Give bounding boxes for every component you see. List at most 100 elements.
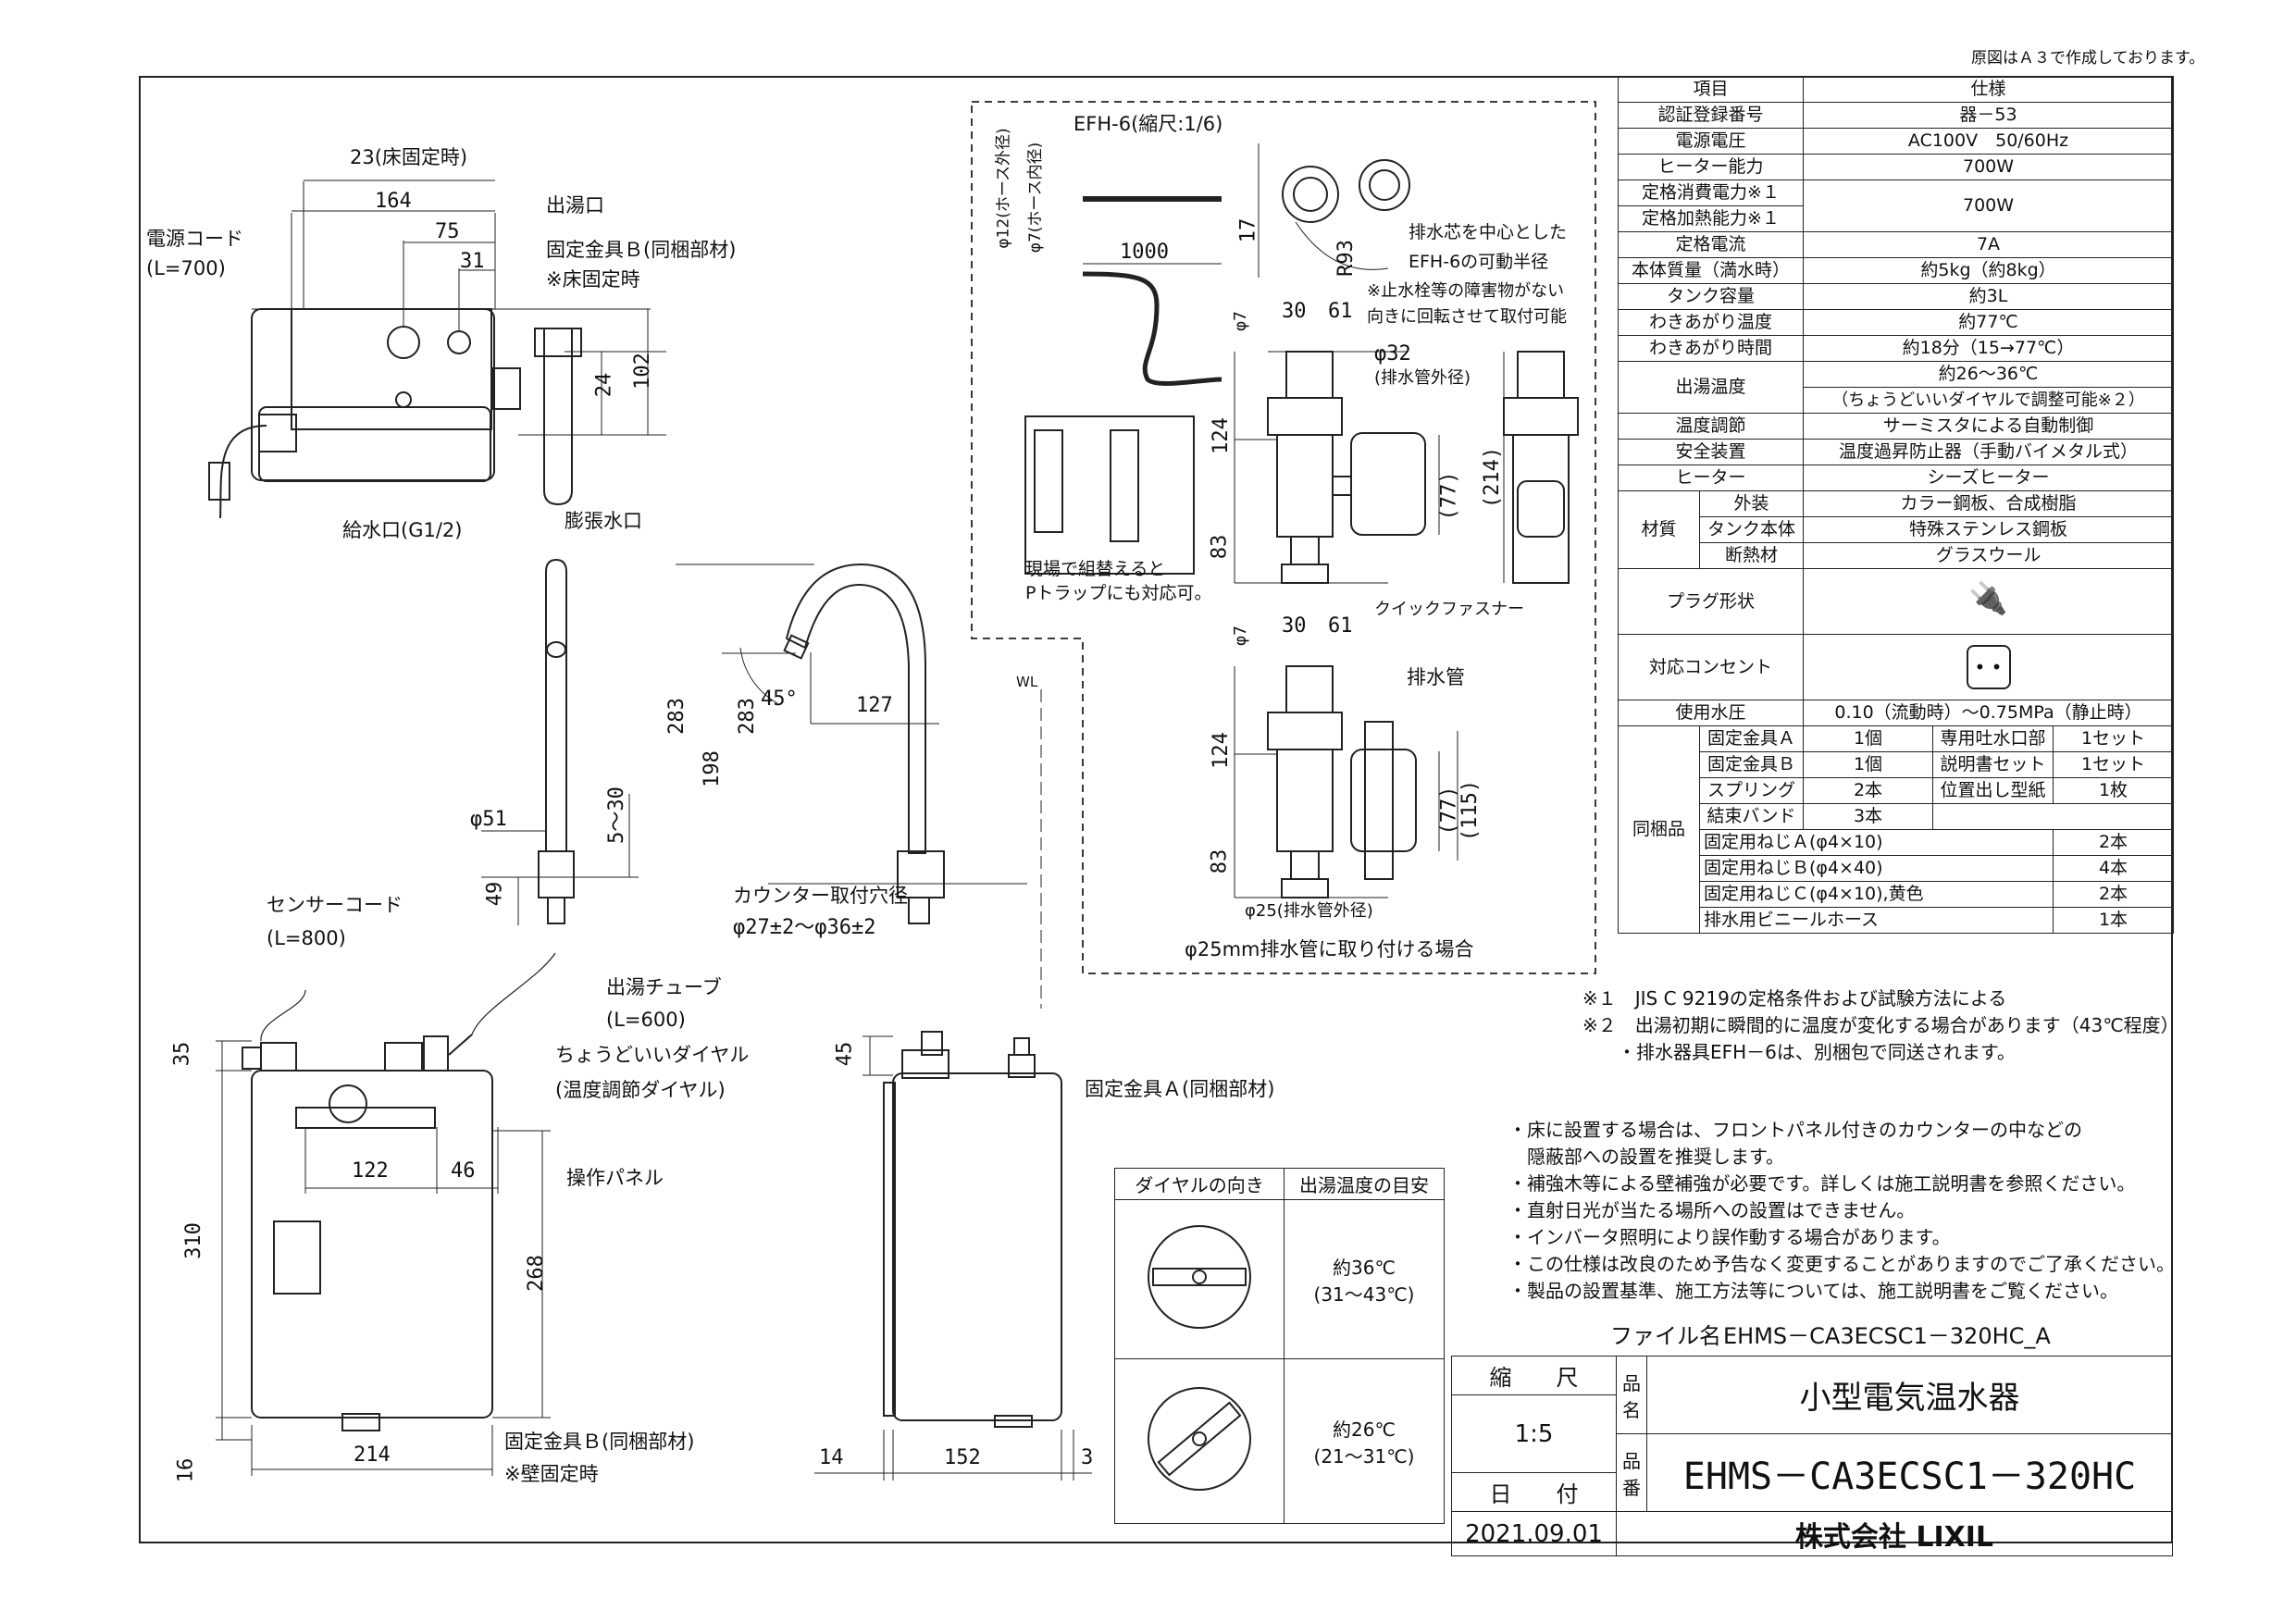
label-sensor-cord: センサーコード	[267, 894, 403, 916]
footnote-2: ※２ 出湯初期に瞬間的に温度が変化する場合があります（43℃程度）	[1582, 1014, 2179, 1036]
table-cell: 700W	[1803, 180, 2175, 232]
table-cell: 約77℃	[1803, 309, 2175, 336]
label-outlet-tube-length: (L=600)	[606, 1009, 686, 1031]
dim-46: 46	[451, 1159, 476, 1183]
label-efh-radius2: EFH-6の可動半径	[1409, 252, 1549, 272]
dim-14: 14	[819, 1446, 844, 1469]
dim-75: 75	[435, 220, 460, 243]
table-cell: 固定用ねじＣ(φ4×10),黄色	[1698, 881, 2054, 908]
label-drain25: φ25(排水管外径)	[1245, 901, 1373, 921]
table-cell: 1セット	[2053, 725, 2175, 752]
label-power-cord: 電源コード	[146, 228, 243, 250]
table-cell: 2本	[2053, 829, 2175, 856]
table-cell: 出湯温度の目安	[1284, 1168, 1445, 1200]
table-cell: 仕様	[1803, 76, 2175, 103]
table-cell	[1932, 803, 2175, 830]
table-cell: 約26～36℃	[1803, 361, 2175, 388]
dim-283a: 283	[664, 698, 689, 735]
note-3: ・補強木等による壁補強が必要です。詳しくは施工説明書を参照ください。	[1508, 1172, 2136, 1195]
table-cell: 1:5	[1451, 1394, 1617, 1473]
table-cell: 位置出し型紙	[1932, 777, 2054, 804]
label-efh-note1: ※止水栓等の障害物がない	[1367, 281, 1565, 301]
label-outlet: 出湯口	[546, 194, 604, 217]
note-2: 隠蔽部への設置を推奨します。	[1508, 1146, 1784, 1168]
table-cell: 固定用ねじＡ(φ4×10)	[1698, 829, 2054, 856]
dim-152: 152	[944, 1446, 981, 1469]
table-cell: タンク本体	[1698, 516, 1805, 543]
label-quick-fastener: クイックファスナー	[1374, 600, 1524, 619]
table-cell: 約36℃(31～43℃)	[1284, 1199, 1445, 1359]
dim-3: 3	[1081, 1446, 1094, 1469]
dim-efh-d7b: φ7	[1230, 626, 1250, 646]
table-cell: 1個	[1803, 751, 1934, 778]
table-cell: 定格電流	[1617, 231, 1805, 258]
dial-temp-text: 約26℃	[1333, 1418, 1396, 1441]
table-cell: 4本	[2053, 855, 2175, 882]
table-cell: 小型電気温水器	[1646, 1356, 2173, 1434]
note-5: ・インバータ照明により誤作動する場合があります。	[1508, 1226, 1951, 1248]
dim-283b: 283	[735, 698, 759, 735]
table-cell: 項目	[1617, 76, 1805, 103]
table-cell: 700W	[1803, 154, 2175, 180]
dim-122: 122	[352, 1159, 389, 1183]
table-cell: 3本	[1803, 803, 1934, 830]
table-cell: 結束バンド	[1698, 803, 1805, 830]
table-cell: 器－53	[1803, 102, 2175, 129]
table-cell: 固定金具Ａ	[1698, 725, 1805, 752]
note-7: ・製品の設置基準、施工方法等については、施工説明書をご覧ください。	[1508, 1280, 2118, 1302]
title-block: 縮 尺 品名 小型電気温水器 1:5 品番 EHMS－CA3ECSC1－320H…	[1451, 1356, 2173, 1556]
table-cell: EHMS－CA3ECSC1－320HC	[1646, 1433, 2173, 1512]
dial-36-icon	[1148, 1225, 1251, 1329]
title-file-label: ファイル名	[1610, 1323, 1721, 1349]
dim-45: 45	[833, 1041, 857, 1067]
table-cell: • •	[1803, 634, 2175, 700]
table-cell: ヒーター能力	[1617, 154, 1805, 180]
outlet-icon: • •	[1966, 645, 2011, 689]
label-bracket-b-top: 固定金具Ｂ(同梱部材)	[546, 239, 737, 261]
dim-counter-hole: φ27±2～φ36±2	[733, 916, 876, 939]
table-cell: 1本	[2053, 907, 2175, 934]
table-cell: わきあがり時間	[1617, 335, 1805, 362]
label-efh-radius: 排水芯を中心とした	[1409, 222, 1568, 242]
table-cell: 安全装置	[1617, 439, 1805, 465]
label-bracket-a: 固定金具Ａ(同梱部材)	[1085, 1078, 1275, 1100]
dial-table: ダイヤルの向き出湯温度の目安 約36℃(31～43℃) 約26℃(21～31℃)	[1114, 1168, 1445, 1524]
table-cell: 出湯温度	[1617, 361, 1805, 414]
label-expansion: 膨張水口	[565, 510, 642, 532]
table-cell: サーミスタによる自動制御	[1803, 413, 2175, 440]
dim-102: 102	[630, 353, 654, 390]
dim-198: 198	[700, 750, 724, 787]
table-cell: 温度過昇防止器（手動バイメタル式）	[1803, 439, 2175, 465]
table-cell: 定格加熱能力※１	[1617, 205, 1805, 232]
table-cell: プラグ形状	[1617, 568, 1805, 635]
dim-efh-83b: 83	[1208, 849, 1232, 874]
table-cell: 日 付	[1451, 1472, 1617, 1512]
table-cell: グラスウール	[1803, 542, 2175, 569]
label-hose-outer: φ12(ホース外径)	[994, 128, 1013, 249]
dim-24: 24	[592, 372, 616, 398]
dim-efh-d32: φ32	[1374, 342, 1411, 365]
label-ptrap2: Pトラップにも対応可。	[1025, 583, 1212, 603]
table-cell: 使用水圧	[1617, 700, 1805, 726]
label-efh-title: EFH-6(縮尺:1/6)	[1074, 113, 1223, 135]
label-sensor-cord-length: (L=800)	[267, 927, 346, 949]
dim-127: 127	[856, 694, 893, 717]
table-cell: （ちょうどいいダイヤルで調整可能※２）	[1803, 387, 2175, 414]
table-cell: 約18分（15→77℃）	[1803, 335, 2175, 362]
header-note: 原図はＡ３で作成しております。	[1971, 49, 2205, 68]
dim-310: 310	[181, 1222, 205, 1259]
label-bracket-b-bottom: 固定金具Ｂ(同梱部材)	[504, 1431, 695, 1453]
table-cell: スプリング	[1698, 777, 1805, 804]
table-cell: 説明書セット	[1932, 751, 2054, 778]
label-dial-sub: (温度調節ダイヤル)	[555, 1079, 726, 1101]
table-cell: AC100V 50/60Hz	[1803, 128, 2175, 155]
dim-efh-214: (214)	[1481, 446, 1505, 509]
dim-efh-124: 124	[1209, 417, 1233, 454]
dim-16: 16	[174, 1457, 198, 1483]
table-cell: 約26℃(21～31℃)	[1284, 1358, 1445, 1524]
table-cell: 株式会社 LIXIL	[1616, 1511, 2173, 1556]
dim-49: 49	[483, 881, 507, 907]
table-cell: 約3L	[1803, 283, 2175, 310]
table-cell: 🔌	[1803, 568, 2175, 635]
table-cell: 対応コンセント	[1617, 634, 1805, 700]
